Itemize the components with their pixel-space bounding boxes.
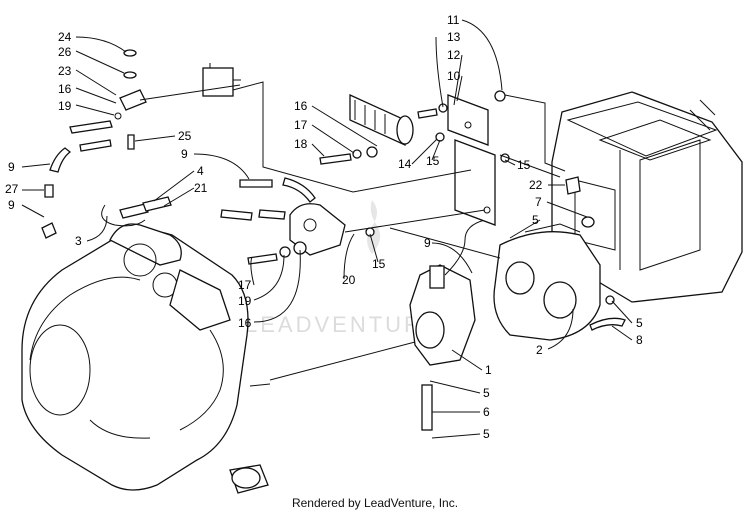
callout-9: 9 bbox=[424, 236, 431, 250]
callout-4: 4 bbox=[197, 164, 204, 178]
callout-7: 7 bbox=[535, 195, 542, 209]
callout-9: 9 bbox=[181, 147, 188, 161]
callout-2: 2 bbox=[536, 343, 543, 357]
callout-22: 22 bbox=[529, 178, 543, 192]
callout-17: 17 bbox=[238, 278, 252, 292]
callout-23: 23 bbox=[58, 64, 72, 78]
callout-15: 15 bbox=[372, 257, 386, 271]
solenoid-block bbox=[69, 49, 241, 150]
electric-motor bbox=[349, 93, 414, 147]
callout-27: 27 bbox=[5, 182, 19, 196]
callout-15: 15 bbox=[426, 154, 440, 168]
callout-25: 25 bbox=[178, 129, 192, 143]
carburetor bbox=[409, 219, 486, 431]
callout-15: 15 bbox=[517, 158, 531, 172]
callout-9: 9 bbox=[8, 160, 15, 174]
callout-9: 9 bbox=[8, 198, 15, 212]
callout-19: 19 bbox=[58, 99, 72, 113]
callout-21: 21 bbox=[194, 181, 208, 195]
callout-17: 17 bbox=[294, 118, 308, 132]
fuel-pump bbox=[289, 203, 346, 256]
hoses-and-clamps bbox=[41, 132, 626, 331]
bolts-and-washers bbox=[247, 90, 506, 265]
callout-19: 19 bbox=[238, 294, 252, 308]
callout-10: 10 bbox=[447, 69, 461, 83]
connection-lines bbox=[139, 81, 566, 381]
callout-24: 24 bbox=[58, 30, 72, 44]
mounting-bracket bbox=[447, 94, 496, 226]
callout-11: 11 bbox=[447, 13, 460, 27]
watermark: LEADVENTURE bbox=[245, 200, 438, 337]
callout-12: 12 bbox=[447, 48, 461, 62]
intake-silencer bbox=[493, 223, 601, 341]
callout-6: 6 bbox=[483, 405, 490, 419]
callout-26: 26 bbox=[58, 45, 72, 59]
callout-3: 3 bbox=[75, 234, 82, 248]
callout-5: 5 bbox=[483, 427, 490, 441]
callout-16: 16 bbox=[58, 82, 72, 96]
callout-16: 16 bbox=[294, 99, 308, 113]
callout-14: 14 bbox=[398, 157, 412, 171]
callout-5: 5 bbox=[532, 213, 539, 227]
airbox-assembly bbox=[551, 91, 743, 303]
callout-1: 1 bbox=[485, 363, 492, 377]
callout-18: 18 bbox=[294, 137, 308, 151]
callout-numbers: 24 26 23 16 19 25 9 27 9 3 4 21 9 16 17 … bbox=[5, 13, 643, 441]
callout-20: 20 bbox=[342, 273, 356, 287]
engine-assembly bbox=[21, 223, 271, 494]
callout-5: 5 bbox=[636, 316, 643, 330]
callout-13: 13 bbox=[447, 30, 461, 44]
render-credit: Rendered by LeadVenture, Inc. bbox=[291, 496, 459, 510]
callout-5: 5 bbox=[483, 386, 490, 400]
callout-16: 16 bbox=[238, 316, 252, 330]
leader-lines bbox=[21, 19, 633, 439]
callout-8: 8 bbox=[636, 333, 643, 347]
